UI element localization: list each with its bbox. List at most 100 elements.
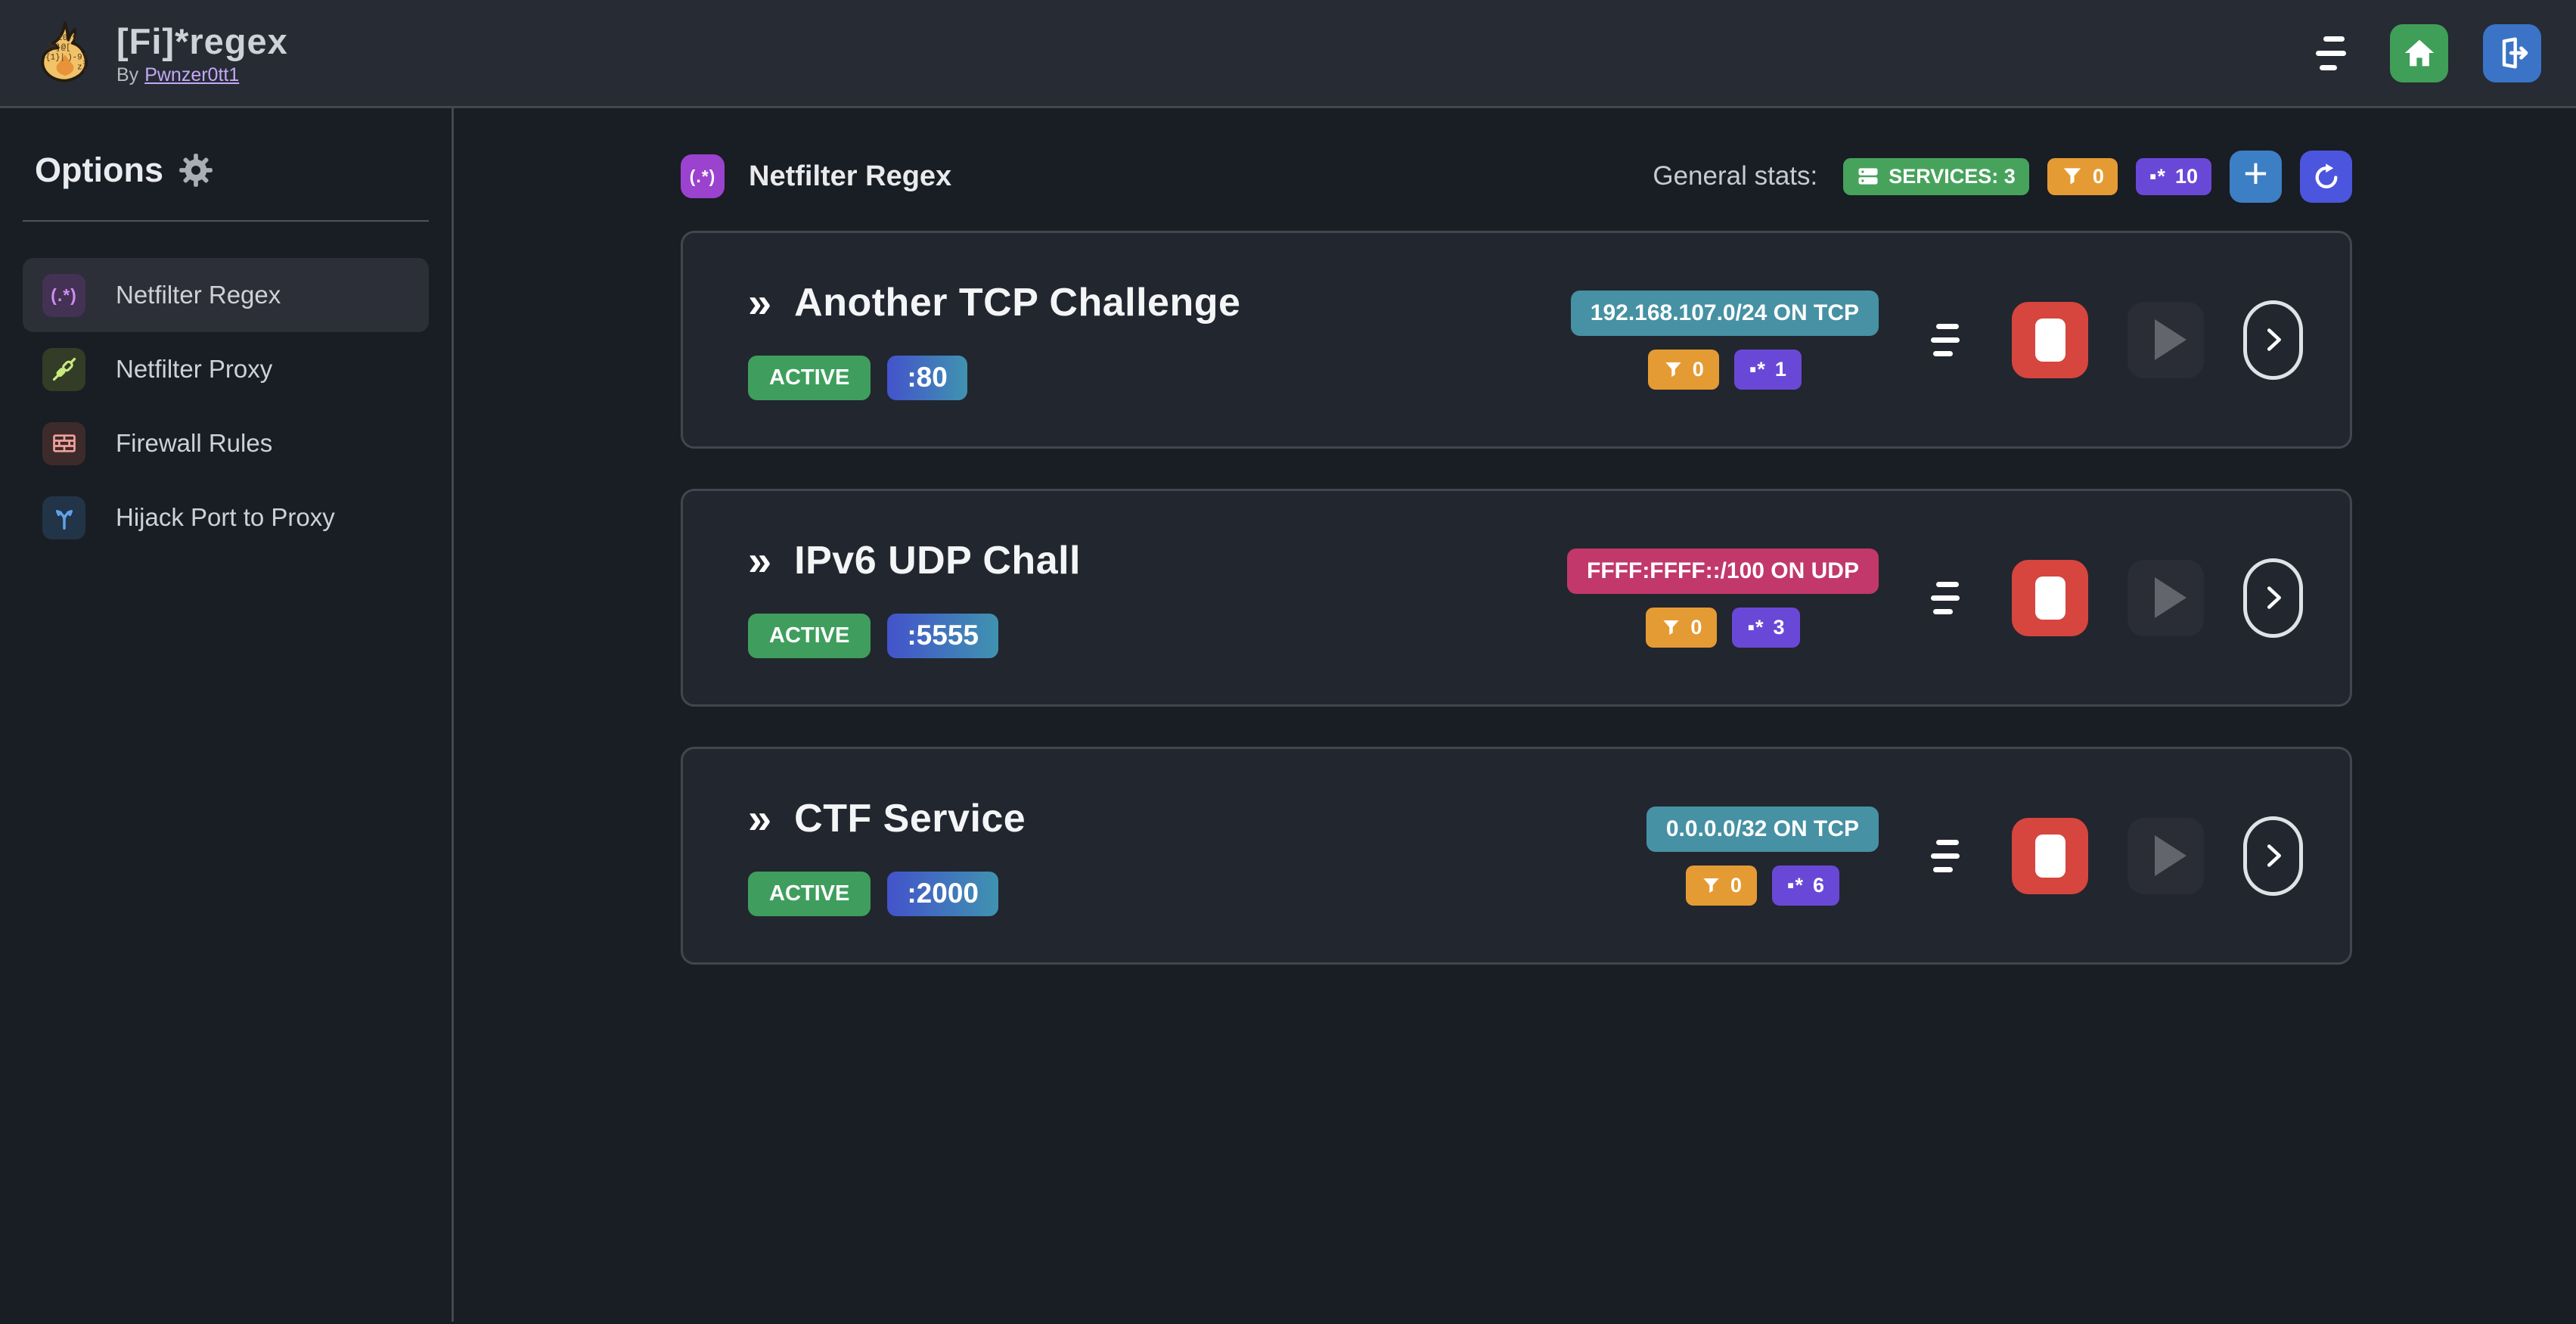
expand-button[interactable]	[2243, 816, 2303, 896]
refresh-icon	[2315, 163, 2337, 188]
stop-button[interactable]	[2012, 559, 2088, 636]
main-header: (.*) Netfilter Regex General stats: SERV…	[681, 150, 2352, 203]
service-name: CTF Service	[794, 796, 1026, 841]
expand-button[interactable]	[2243, 300, 2303, 380]
sidebar-item-label: Netfilter Proxy	[116, 355, 273, 383]
play-button[interactable]	[2128, 301, 2204, 378]
sort-icon[interactable]	[1918, 581, 1972, 614]
service-summary: » CTF Service ACTIVE :2000	[748, 796, 1026, 916]
author-link[interactable]: Pwnzer0tt1	[144, 64, 240, 85]
stop-button[interactable]	[2012, 817, 2088, 894]
play-icon	[2154, 577, 2186, 618]
expand-button[interactable]	[2243, 558, 2303, 638]
stop-icon	[2034, 834, 2065, 878]
menu-icon[interactable]	[2307, 36, 2355, 70]
play-icon	[2154, 835, 2186, 876]
logo-text: )-9]	[67, 54, 87, 63]
sidebar-item-netfilter-regex[interactable]: (.*) Netfilter Regex	[23, 258, 429, 332]
add-service-button[interactable]: +	[2230, 150, 2282, 203]
port-badge: :80	[887, 355, 967, 400]
filters-badge: 0	[2047, 157, 2118, 195]
byline-prefix: By	[116, 64, 139, 85]
sidebar-item-label: Firewall Rules	[116, 429, 273, 457]
gear-icon	[179, 154, 213, 187]
card-regexes-badge: ▪* 1	[1733, 349, 1802, 390]
status-badge: ACTIVE	[748, 355, 871, 400]
card-filters-badge: 0	[1647, 349, 1719, 390]
sidebar: Options (.*) Netfilter	[0, 108, 454, 1322]
firewall-icon	[42, 421, 85, 465]
stop-icon	[2034, 318, 2065, 362]
logo-text: {1}|	[45, 54, 65, 63]
main-content: (.*) Netfilter Regex General stats: SERV…	[454, 108, 2576, 1322]
proxy-icon	[42, 347, 85, 391]
flame-logo: -z0-9 20}@[ {1}| )-9] z]	[41, 21, 88, 82]
app-title: [Fi]*regex	[116, 20, 288, 61]
header-actions	[2307, 23, 2541, 82]
card-filters-count: 0	[1730, 873, 1742, 897]
regex-dot-star-icon: ▪*	[1786, 873, 1804, 897]
service-name: Another TCP Challenge	[794, 280, 1241, 325]
card-regexes-count: 1	[1774, 357, 1786, 381]
card-filters-badge: 0	[1685, 865, 1757, 906]
regex-dot-star-icon: ▪*	[1749, 357, 1766, 381]
sidebar-item-label: Hijack Port to Proxy	[116, 503, 335, 531]
stop-button[interactable]	[2012, 301, 2088, 378]
page-title: Netfilter Regex	[749, 160, 952, 192]
chevron-right-icon	[2267, 844, 2281, 867]
sidebar-title: Options	[35, 151, 429, 190]
target-badge: FFFF:FFFF::/100 ON UDP	[1567, 548, 1879, 594]
play-button[interactable]	[2128, 817, 2204, 894]
status-badge: ACTIVE	[748, 871, 871, 916]
sidebar-item-hijack-port[interactable]: Hijack Port to Proxy	[23, 480, 429, 555]
stats-label: General stats:	[1653, 161, 1818, 191]
target-badge: 0.0.0.0/32 ON TCP	[1646, 806, 1879, 852]
logout-button[interactable]	[2483, 23, 2541, 82]
funnel-icon	[1663, 620, 1680, 635]
sidebar-item-netfilter-proxy[interactable]: Netfilter Proxy	[23, 332, 429, 406]
sidebar-nav: (.*) Netfilter Regex Netfilter Proxy	[23, 258, 429, 555]
logo-text: 20}@[	[46, 44, 70, 53]
card-filters-badge: 0	[1646, 607, 1718, 648]
regexes-count: 10	[2174, 164, 2198, 188]
sort-icon[interactable]	[1918, 839, 1972, 872]
chevron-right-icon	[2267, 328, 2281, 351]
port-badge: :5555	[887, 613, 998, 658]
sort-icon[interactable]	[1918, 323, 1972, 356]
regex-dot-star-icon: ▪*	[2149, 164, 2166, 188]
card-regexes-count: 3	[1773, 615, 1785, 639]
funnel-icon	[1703, 878, 1719, 893]
services-badge: SERVICES: 3	[1843, 157, 2029, 195]
hijack-icon	[42, 496, 85, 539]
sidebar-item-firewall-rules[interactable]: Firewall Rules	[23, 406, 429, 480]
service-controls: FFFF:FFFF::/100 ON UDP 0 ▪*	[1567, 548, 2303, 648]
port-badge: :2000	[887, 871, 998, 916]
service-card: » CTF Service ACTIVE :2000 0.0.0.0/32 ON…	[681, 747, 2352, 965]
logo-text: z]	[77, 64, 87, 73]
server-icon	[1858, 168, 1878, 185]
play-icon	[2154, 319, 2186, 360]
target-stats: 0.0.0.0/32 ON TCP 0 ▪*	[1646, 806, 1879, 906]
home-icon	[2404, 39, 2434, 67]
home-button[interactable]	[2390, 23, 2448, 82]
stop-icon	[2034, 576, 2065, 620]
filters-count: 0	[2092, 164, 2104, 188]
service-summary: » Another TCP Challenge ACTIVE :80	[748, 280, 1240, 400]
refresh-button[interactable]	[2300, 150, 2352, 203]
funnel-icon	[2063, 168, 2081, 185]
double-chevron-icon: »	[748, 536, 772, 584]
regex-icon: (.*)	[42, 273, 85, 317]
card-filters-count: 0	[1690, 615, 1702, 639]
play-button[interactable]	[2128, 559, 2204, 636]
card-regexes-badge: ▪* 6	[1771, 865, 1840, 906]
card-regexes-badge: ▪* 3	[1732, 607, 1800, 648]
sidebar-item-label: Netfilter Regex	[116, 281, 281, 309]
logout-icon	[2502, 37, 2528, 69]
sidebar-title-text: Options	[35, 151, 163, 189]
service-summary: » IPv6 UDP Chall ACTIVE :5555	[748, 538, 1081, 658]
status-badge: ACTIVE	[748, 613, 871, 658]
regexes-badge: ▪* 10	[2135, 157, 2211, 195]
